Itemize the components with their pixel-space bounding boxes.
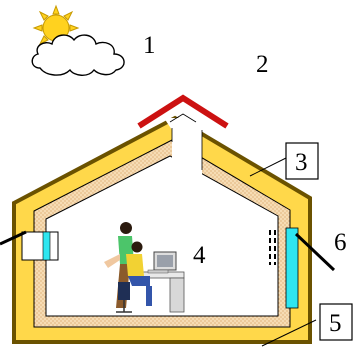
cloud-icon xyxy=(31,34,125,76)
ridge-opening xyxy=(164,118,202,184)
label-5: 5 xyxy=(329,310,342,337)
leader-5 xyxy=(261,319,317,347)
right-window xyxy=(285,227,336,309)
house xyxy=(0,94,336,344)
label-4: 4 xyxy=(193,242,206,269)
sun-cloud-icon xyxy=(31,4,125,76)
sun-icon xyxy=(32,4,80,46)
interior-room xyxy=(45,155,279,317)
label-3: 3 xyxy=(295,149,308,176)
people-at-computer-icon xyxy=(104,222,185,313)
label-5-box xyxy=(319,303,353,341)
roof-cap xyxy=(137,94,229,129)
leader-3 xyxy=(249,157,287,177)
left-window xyxy=(0,230,59,261)
radiator-icon xyxy=(269,230,276,265)
label-6: 6 xyxy=(334,229,347,256)
label-1: 1 xyxy=(143,32,156,59)
label-3-box xyxy=(285,142,319,180)
label-2: 2 xyxy=(256,51,269,78)
